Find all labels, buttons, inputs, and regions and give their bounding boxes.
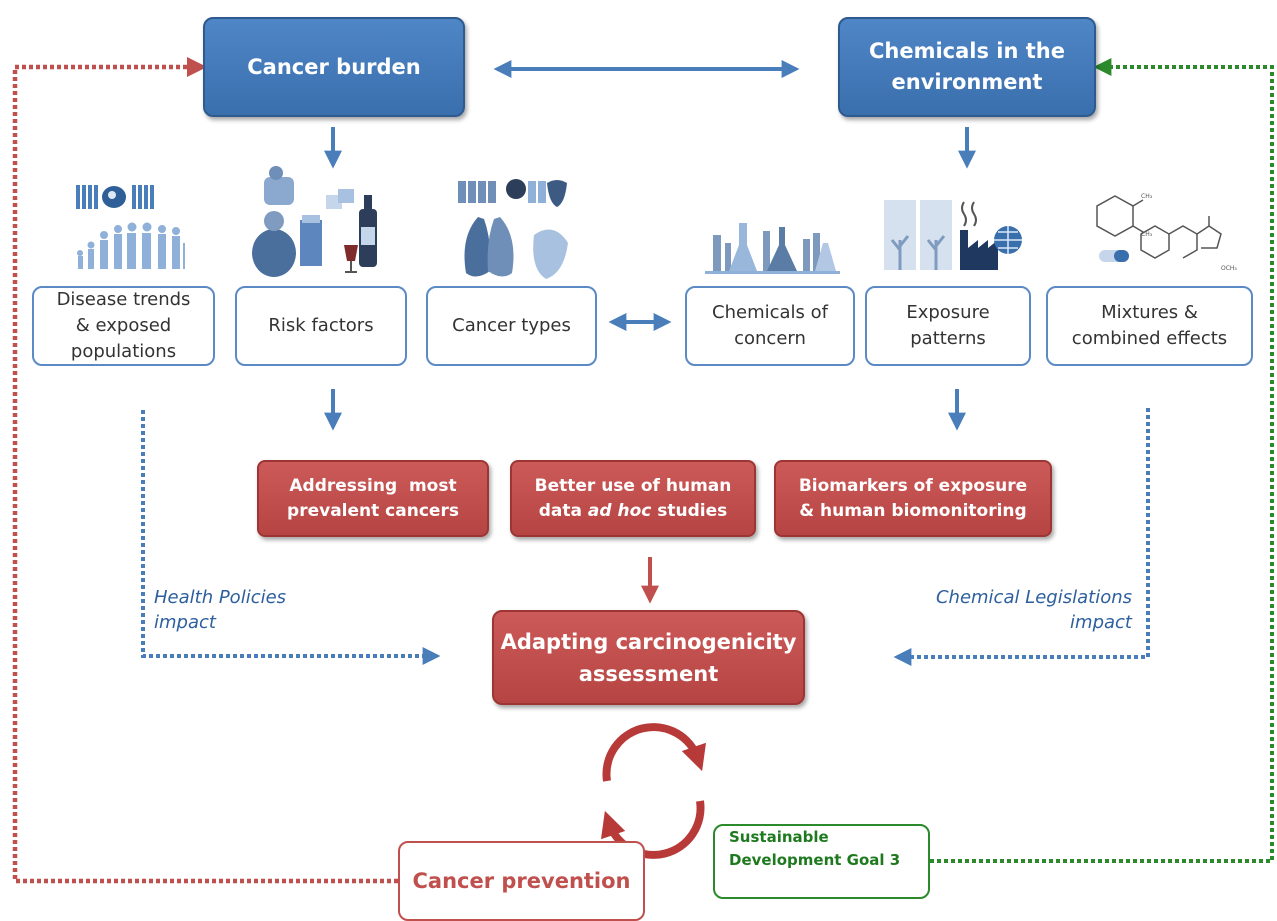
chemicals-of-concern-line1: Chemicals of	[712, 302, 828, 323]
svg-text:CH₃: CH₃	[1141, 231, 1153, 238]
biomarkers-box: Biomarkers of exposure & human biomonito…	[774, 460, 1052, 537]
health-policies-label: Health Policies impact	[154, 585, 286, 635]
chemicals-of-concern-line2: concern	[734, 328, 806, 349]
exposure-patterns-line2: patterns	[910, 328, 986, 349]
disease-trends-line1: Disease trends	[56, 289, 191, 310]
health-policies-line2: impact	[154, 612, 216, 633]
chemicals-environment-box: Chemicals in the environment	[838, 17, 1096, 117]
risk-factors-label: Risk factors	[268, 315, 374, 336]
better-use-line2: data ad hoc studies	[539, 499, 728, 524]
cancer-burden-label: Cancer burden	[247, 54, 421, 79]
adapting-assessment-box: Adapting carcinogenicity assessment	[492, 610, 805, 705]
cancer-types-label: Cancer types	[452, 315, 571, 336]
sdg-line1: Sustainable	[729, 828, 829, 846]
adapting-line1: Adapting carcinogenicity	[500, 629, 797, 654]
sdg-feedback-dotted-arrow	[930, 58, 1274, 863]
addressing-line2: prevalent cancers	[287, 500, 459, 521]
organs-icon	[458, 179, 568, 279]
chemicals-environment-label-line2: environment	[891, 70, 1043, 94]
cancer-prevention-box: Cancer prevention	[398, 841, 645, 921]
mixtures-box: Mixtures & combined effects	[1046, 286, 1253, 366]
disease-trends-line2: & exposed	[75, 315, 172, 336]
sdg-box: Sustainable Development Goal 3	[713, 824, 930, 899]
better-use-adhoc-text: ad hoc	[587, 500, 652, 521]
chemical-legislations-line1: Chemical Legislations	[935, 587, 1132, 608]
molecule-icon: CH₃ CH₃ OCH₃	[1096, 193, 1237, 272]
disease-trends-line3: populations	[70, 341, 177, 362]
addressing-cancers-box: Addressing most prevalent cancers	[257, 460, 489, 537]
sdg-line2: Development Goal 3	[729, 851, 901, 869]
svg-text:CH₃: CH₃	[1141, 193, 1153, 200]
cancer-burden-box: Cancer burden	[203, 17, 465, 117]
biomarkers-line2: & human biomonitoring	[799, 500, 1027, 521]
risk-factors-box: Risk factors	[235, 286, 407, 366]
cycle-arrows-icon	[601, 723, 706, 859]
better-use-studies-text: studies	[651, 500, 728, 521]
disease-trends-box: Disease trends & exposed populations	[32, 286, 215, 366]
better-use-line1: Better use of human	[534, 475, 732, 496]
svg-text:OCH₃: OCH₃	[1221, 265, 1237, 272]
health-policy-dotted-arrow	[141, 410, 441, 665]
chemical-legislations-label: Chemical Legislations impact	[900, 585, 1132, 635]
biomarkers-line1: Biomarkers of exposure	[798, 475, 1028, 496]
prevention-feedback-dotted-arrow	[12, 56, 398, 884]
mixtures-line2: combined effects	[1071, 328, 1228, 349]
lifestyle-icon	[252, 166, 377, 277]
chemicals-of-concern-box: Chemicals of concern	[685, 286, 855, 366]
mixtures-line1: Mixtures &	[1101, 302, 1198, 323]
chemical-legislation-dotted-arrow	[893, 408, 1150, 666]
addressing-line1: Addressing most	[289, 475, 457, 496]
exposure-patterns-line1: Exposure	[906, 302, 990, 323]
exposure-patterns-box: Exposure patterns	[865, 286, 1031, 366]
population-icon	[76, 185, 185, 269]
better-use-data-text: data	[538, 500, 588, 521]
adapting-line2: assessment	[578, 661, 719, 686]
lab-glassware-icon	[705, 223, 840, 274]
health-policies-line1: Health Policies	[154, 587, 287, 608]
better-use-box: Better use of human data ad hoc studies	[510, 460, 756, 537]
chemicals-environment-label-line1: Chemicals in the	[868, 39, 1065, 63]
chemical-legislations-line2: impact	[1070, 612, 1132, 633]
cancer-prevention-label: Cancer prevention	[412, 869, 631, 893]
cancer-types-box: Cancer types	[426, 286, 597, 366]
factory-icon	[884, 200, 1022, 270]
